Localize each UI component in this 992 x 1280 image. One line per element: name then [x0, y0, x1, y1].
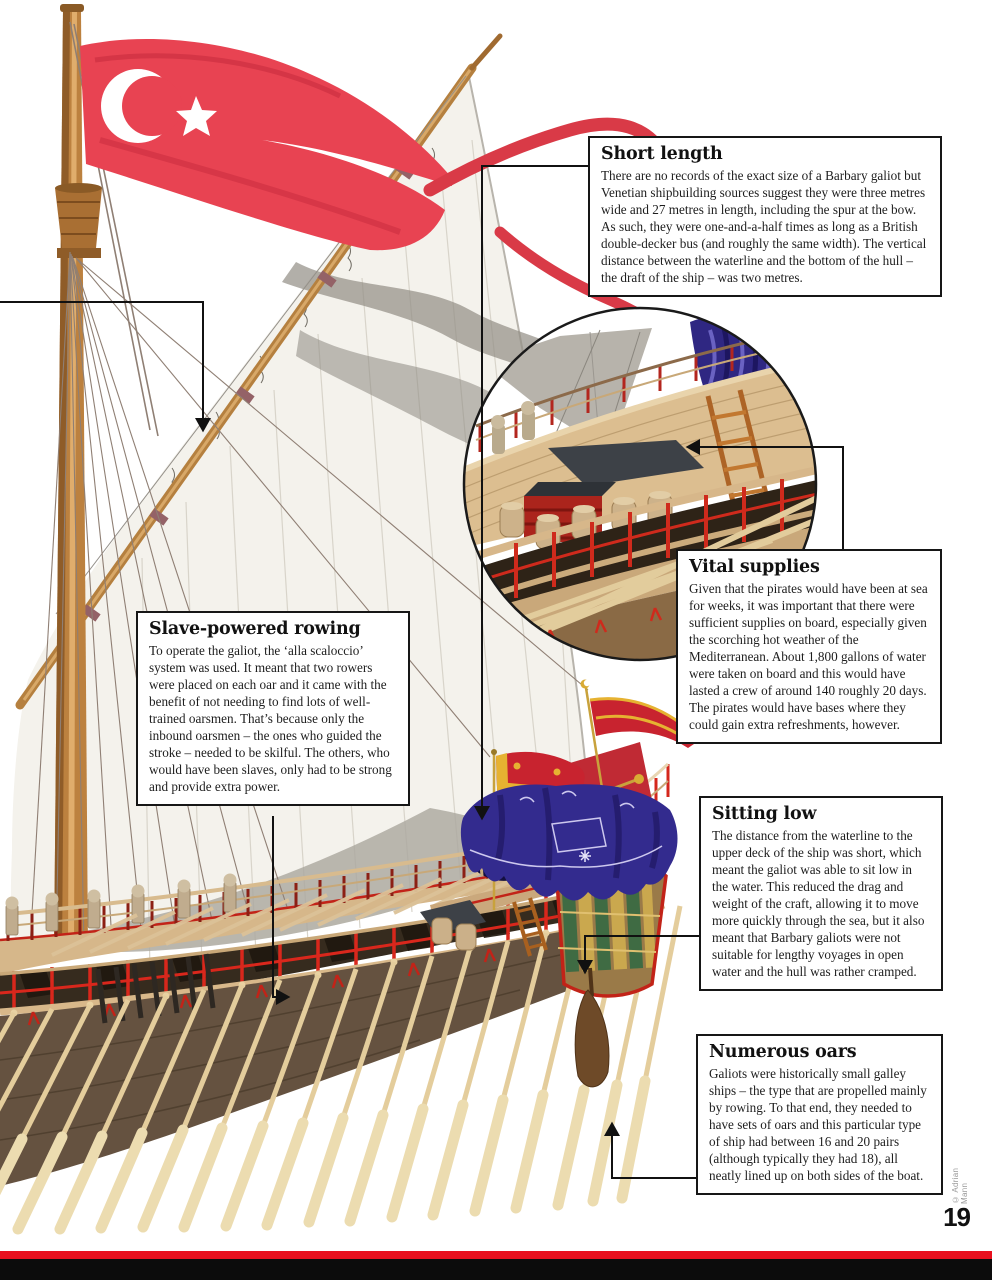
- callout-body: To operate the galiot, the ‘alla scalocc…: [149, 643, 392, 795]
- ottoman-flag: [80, 38, 672, 352]
- connector-sitting-low: [577, 935, 700, 975]
- crows-nest: [55, 183, 102, 258]
- footer-red-bar: [0, 1251, 992, 1259]
- callout-body: Given that the pirates would have been a…: [689, 581, 928, 733]
- star-icon: [176, 96, 217, 136]
- page-number: 19: [943, 1202, 971, 1232]
- callout-title: Vital supplies: [689, 557, 820, 577]
- callout-title: Sitting low: [712, 804, 817, 824]
- connector-offpage: [0, 301, 211, 433]
- rigging-tackles: [95, 953, 216, 1024]
- callout-short-length: Short length There are no records of the…: [588, 136, 942, 298]
- callout-body: The distance from the waterline to the u…: [712, 828, 925, 980]
- callout-body: There are no records of the exact size o…: [601, 168, 927, 286]
- artist-credit: © Adrian Mann: [951, 1167, 969, 1204]
- callout-connectors: [0, 165, 844, 1179]
- callout-vital-supplies: Vital supplies Given that the pirates wo…: [676, 549, 942, 745]
- footer-black-bar: [0, 1259, 992, 1280]
- connector-slave-rowing: [272, 816, 291, 1005]
- callout-body: Galiots were historically small galley s…: [709, 1066, 927, 1184]
- callout-title: Slave-powered rowing: [149, 619, 361, 639]
- connector-short-length: [474, 165, 588, 821]
- callout-slave-powered-rowing: Slave-powered rowing To operate the gali…: [136, 611, 410, 807]
- pennant-ribbon: [423, 117, 672, 197]
- starburst-icon: [579, 850, 591, 862]
- callout-title: Numerous oars: [709, 1042, 857, 1062]
- callout-title: Short length: [601, 144, 723, 164]
- callout-numerous-oars: Numerous oars Galiots were historically …: [696, 1034, 943, 1196]
- callout-sitting-low: Sitting low The distance from the waterl…: [699, 796, 943, 992]
- stern-canopy: [460, 784, 678, 901]
- ladder: [512, 897, 548, 957]
- foremast: [29, 4, 589, 952]
- bollards: [5, 873, 237, 936]
- rigging: [29, 21, 589, 949]
- connector-numerous-oars: [604, 1121, 697, 1179]
- connector-vital-supplies: [685, 439, 844, 551]
- stern: [420, 679, 702, 1088]
